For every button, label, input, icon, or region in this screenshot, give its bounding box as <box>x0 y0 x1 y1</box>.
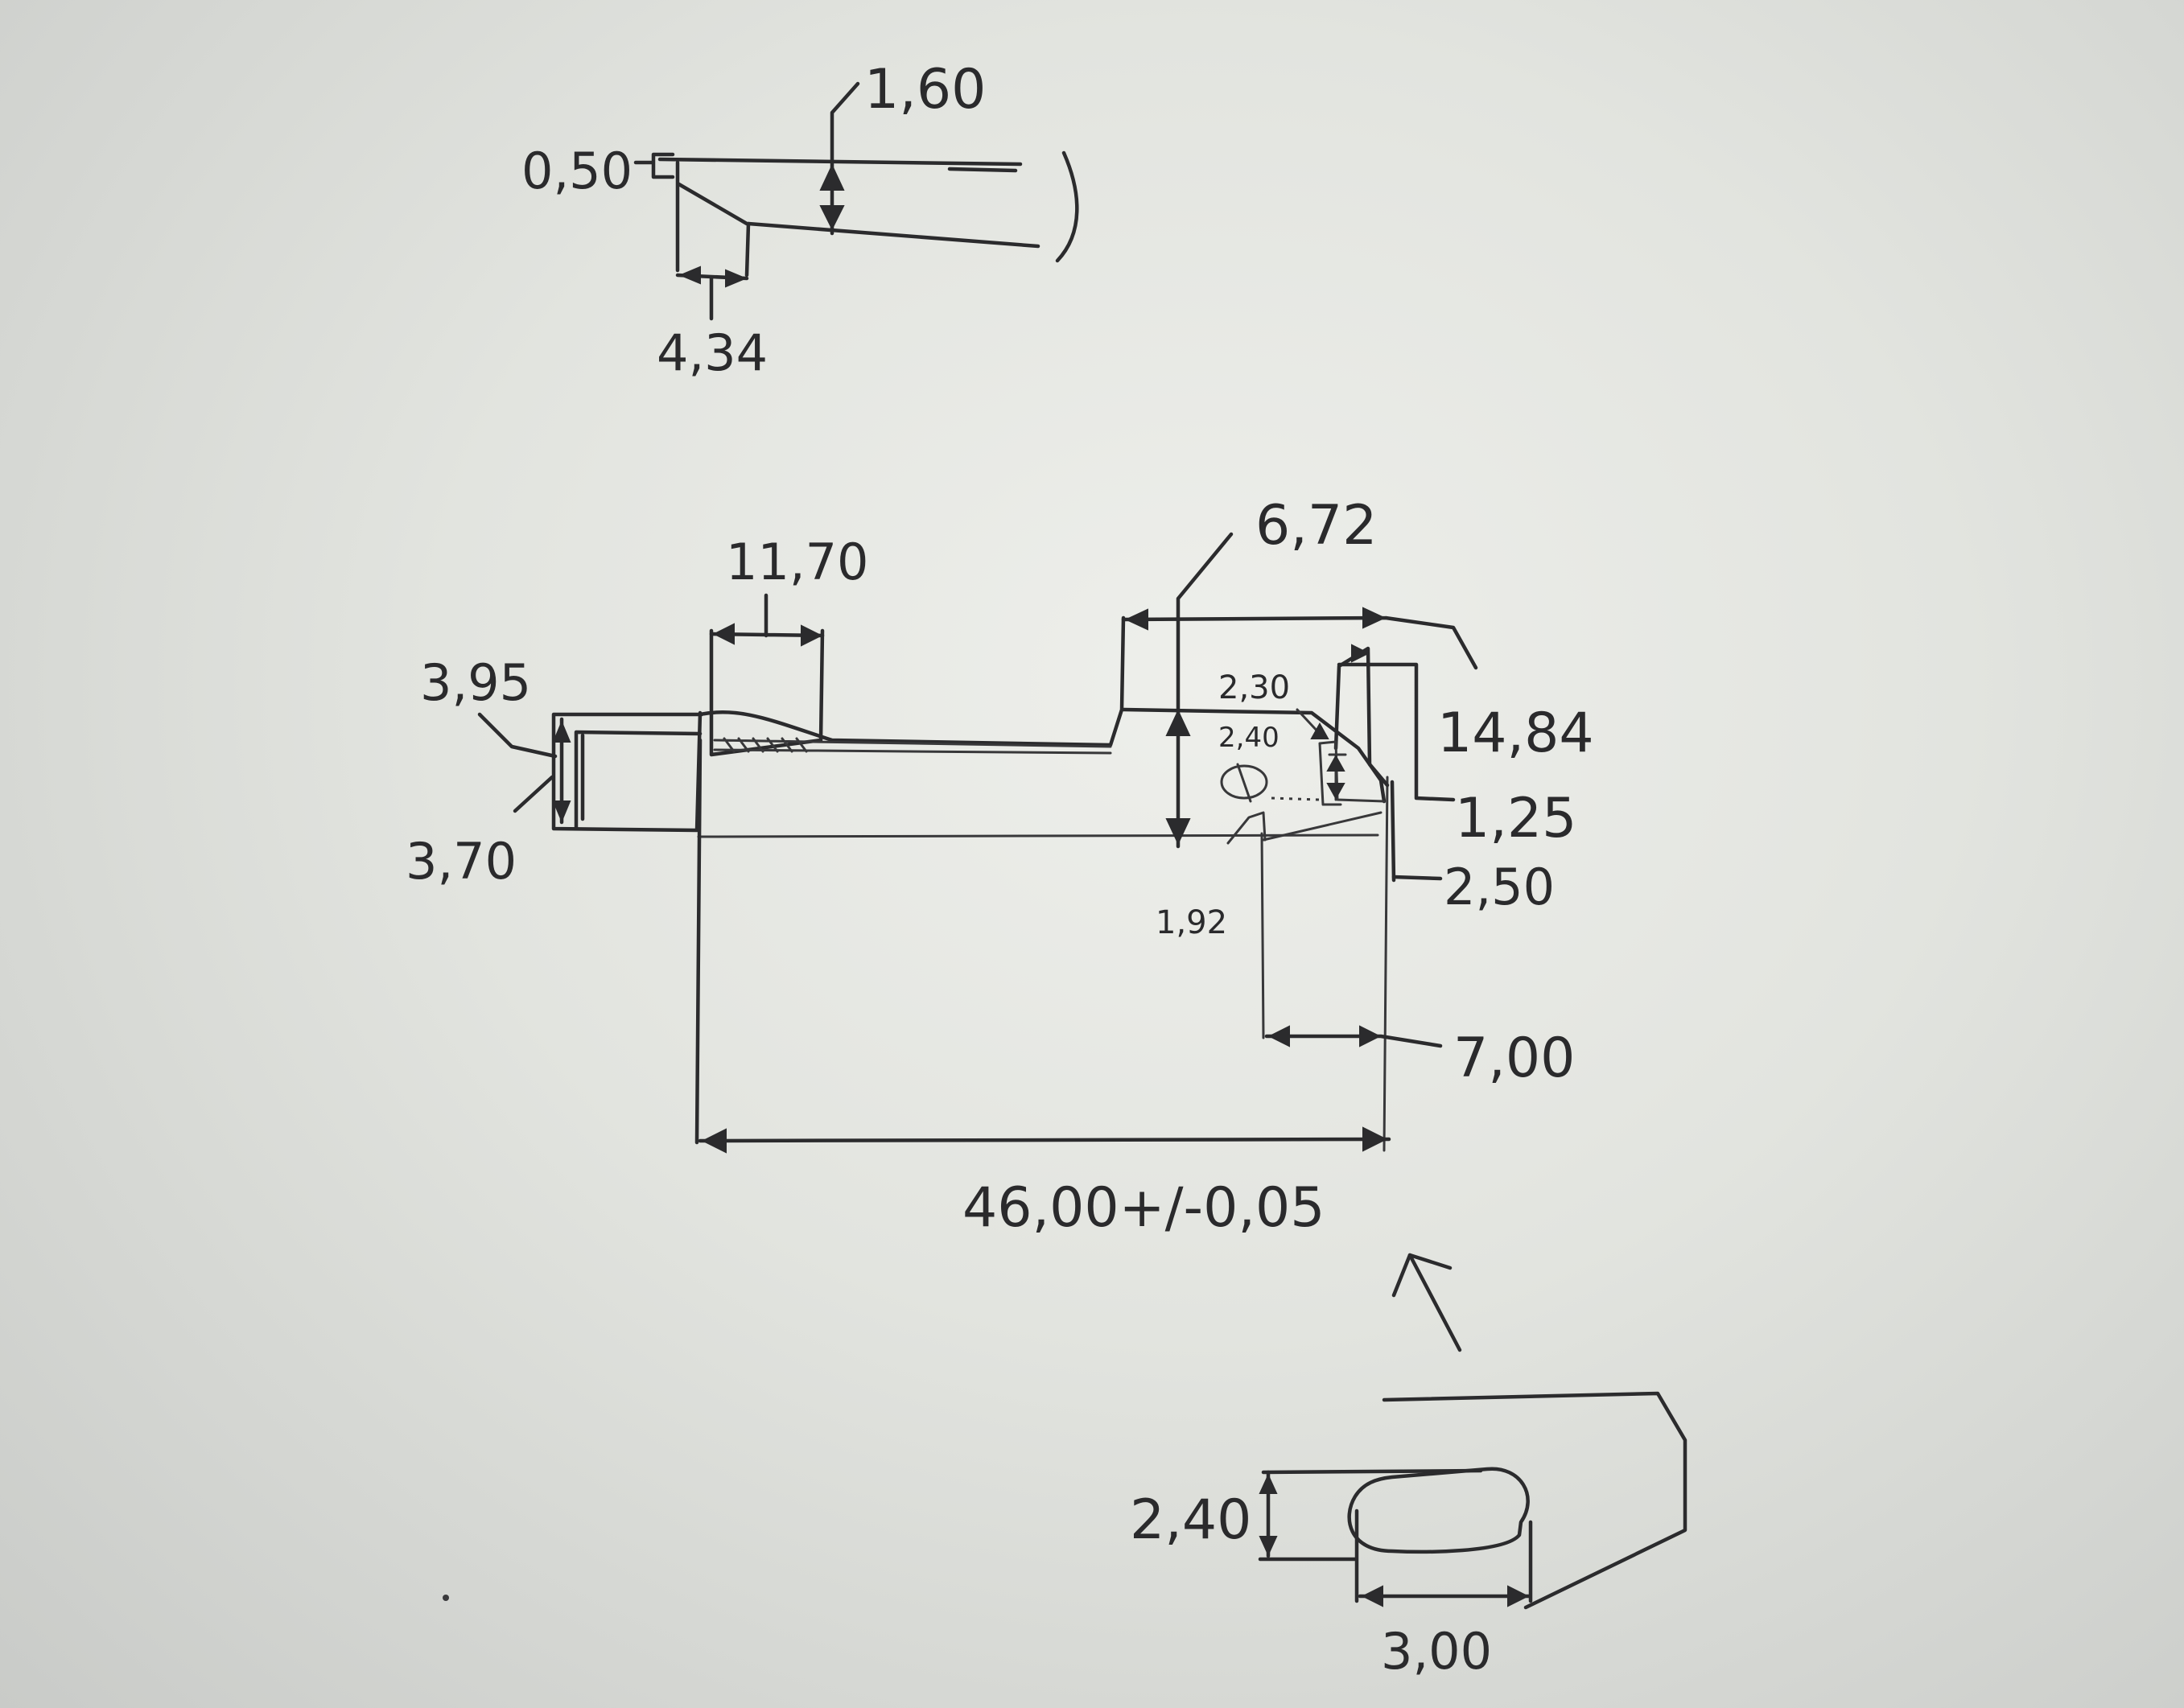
dim-hole-offset-label: 1,92 <box>1156 904 1227 941</box>
top-detail-upper-edge <box>657 157 1023 173</box>
bottom-detail-outline <box>1382 1391 1687 1610</box>
dim-left-height <box>477 712 585 825</box>
main-view: 11,70 3,95 3,70 6,72 14,84 2,30 2,40 1,2… <box>406 494 1594 1240</box>
top-detail: 1,60 0,50 4,34 <box>521 58 1079 382</box>
top-edge <box>698 615 1126 747</box>
dim-step-height-label: 6,72 <box>1255 494 1377 558</box>
left-arrow-up <box>552 720 571 743</box>
right-lip <box>1333 646 1390 788</box>
hole-center <box>1236 763 1252 803</box>
bottom-detail: 2,40 3,00 <box>1130 1391 1687 1681</box>
dim-hole-offset-line <box>1226 811 1267 845</box>
dim-total-length-line <box>698 1137 1391 1143</box>
dim-left-height-outer-label: 3,95 <box>420 653 531 712</box>
top-detail-step-bracket <box>633 152 675 179</box>
top-detail-chamfer <box>675 160 751 278</box>
slot-extension-lines <box>1354 1508 1533 1603</box>
chamfer-arrow-left <box>678 265 701 285</box>
slot-height-arrow-up <box>1259 1473 1278 1494</box>
small-top-arrow <box>1310 722 1329 739</box>
step-top <box>1121 707 1387 804</box>
step-arrow-down <box>1165 818 1191 846</box>
body-left-edge <box>694 738 703 1145</box>
dim-step-label: 0,50 <box>521 142 633 200</box>
hidden-line <box>1271 796 1321 801</box>
total-arrow-right <box>1362 1126 1388 1152</box>
right-block-arrow-right <box>1359 1025 1382 1047</box>
small-hole-arrow-down <box>1326 783 1345 800</box>
body-right-edge <box>1383 776 1389 1152</box>
dim-total-length-label: 46,00+/-0,05 <box>962 1176 1325 1240</box>
dim-lip-depth-label: 2,50 <box>1444 858 1555 916</box>
dim-small-top-label: 2,30 <box>1218 669 1290 706</box>
dim-overall-right-line <box>1121 615 1478 670</box>
small-hole-arrow-up <box>1326 754 1345 772</box>
slot-height-arrow-down <box>1259 1536 1278 1557</box>
top-detail-lower-edge <box>746 221 1040 249</box>
dim-chamfer-label: 4,34 <box>657 323 768 382</box>
dim-slot-height-label: 2,40 <box>1130 1488 1251 1552</box>
dim-left-height-inner-label: 3,70 <box>406 832 517 891</box>
total-arrow-left <box>701 1128 727 1154</box>
dim-lip-line <box>1337 662 1456 802</box>
hole-ellipse <box>1220 764 1268 800</box>
step-arrow-up <box>1165 709 1191 736</box>
dim-slot-width-label: 11,70 <box>726 533 869 591</box>
view-arrow-shaft <box>1407 1253 1462 1352</box>
lip-tick <box>1390 780 1396 883</box>
view-arrow-head <box>1391 1253 1453 1298</box>
thickness-arrow-down <box>819 205 845 231</box>
dim-slot-length-label: 3,00 <box>1381 1622 1492 1681</box>
lip-arrow <box>1351 644 1370 663</box>
left-block-inner <box>574 730 703 831</box>
overall-arrow-left <box>1124 608 1148 631</box>
dim-thickness-label: 1,60 <box>864 58 986 121</box>
diagonal-line <box>1262 811 1383 842</box>
slot-block <box>709 628 825 757</box>
dim-right-block-line <box>1264 1034 1443 1048</box>
dim-small-hole-label: 2,40 <box>1218 722 1279 754</box>
slot-length-arrow-left <box>1361 1585 1383 1607</box>
hatch-strip <box>713 737 1112 755</box>
dim-lip-label: 1,25 <box>1455 787 1576 850</box>
right-block-arrow-left <box>1267 1025 1290 1047</box>
thickness-arrow-up <box>819 163 845 191</box>
slot-arrow-left <box>712 623 735 645</box>
overall-arrow-right <box>1362 607 1387 629</box>
stray-dot <box>443 1595 449 1601</box>
dim-overall-right-label: 14,84 <box>1437 702 1594 765</box>
left-arrow-down <box>552 800 571 823</box>
slot-length-arrow-right <box>1507 1585 1530 1607</box>
dim-lip-depth-line <box>1391 875 1443 881</box>
right-inner-block <box>1260 832 1265 1039</box>
slot-arrow-right <box>801 624 823 647</box>
dim-right-block-label: 7,00 <box>1453 1027 1575 1090</box>
slot-outline <box>1347 1467 1530 1554</box>
chamfer-arrow-right <box>725 269 748 288</box>
view-arrow <box>1391 1253 1462 1352</box>
top-detail-break-line <box>1055 150 1079 263</box>
